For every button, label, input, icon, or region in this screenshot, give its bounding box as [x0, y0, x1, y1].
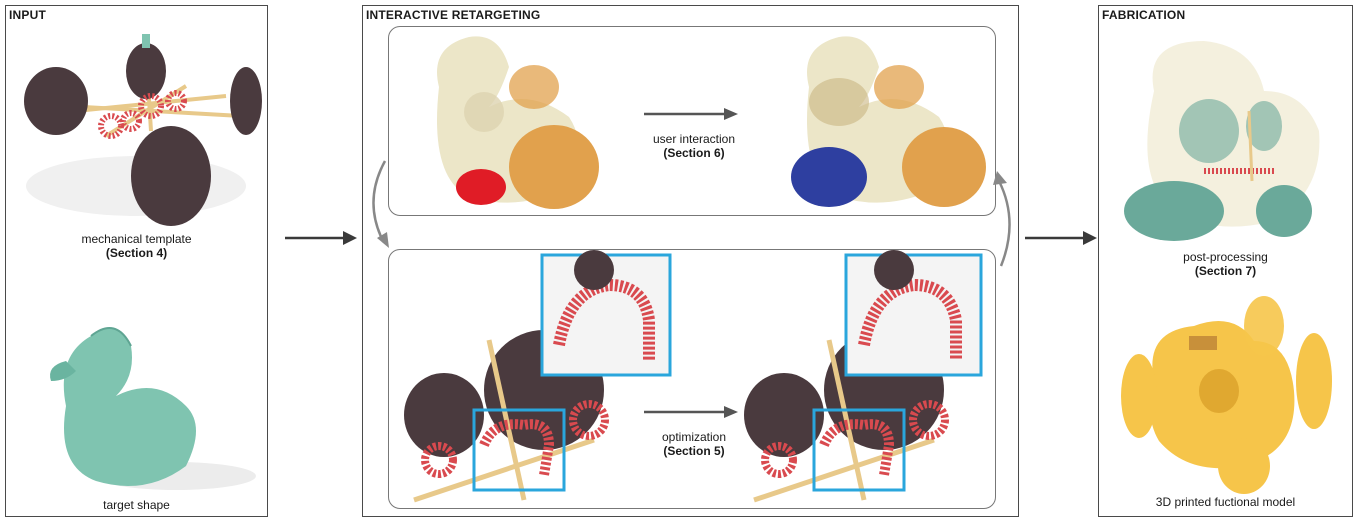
input-panel-title: INPUT: [9, 8, 46, 22]
optimization-box: optimization (Section 5): [388, 249, 996, 509]
curved-arrow-up: [991, 171, 1021, 271]
fab-wheel-right: [1256, 185, 1312, 237]
duck-after-image: [789, 27, 989, 213]
print-wheel-front: [1218, 438, 1270, 494]
duck-body: [64, 328, 196, 486]
printed-caption-text: 3D printed fuctional model: [1156, 495, 1295, 509]
wheel-back: [126, 43, 166, 99]
print-wheel-back: [1244, 296, 1284, 356]
print-wheel-left: [1121, 354, 1157, 438]
orange-wheel: [509, 125, 599, 209]
retargeting-panel-title: INTERACTIVE RETARGETING: [366, 8, 540, 22]
post-processing-section: (Section 7): [1099, 264, 1352, 278]
user-interaction-caption-text: user interaction: [653, 132, 735, 146]
arrow-input-to-retargeting: [285, 228, 360, 248]
optimization-caption-text: optimization: [662, 430, 726, 444]
printed-caption: 3D printed fuctional model: [1099, 495, 1352, 509]
template-section: (Section 4): [6, 246, 267, 260]
print-wheel-right: [1296, 333, 1332, 429]
mechanical-template-image: [16, 26, 261, 226]
arrow-retargeting-to-fabrication: [1025, 228, 1100, 248]
user-interaction-arrow: [644, 107, 744, 121]
selected-red-wheel: [456, 169, 506, 205]
wheel-left-back: [24, 67, 88, 135]
template-caption-text: mechanical template: [81, 232, 191, 246]
fabrication-panel-title: FABRICATION: [1102, 8, 1185, 22]
post-processing-caption: post-processing (Section 7): [1099, 250, 1352, 278]
fab-wheel-front: [1124, 181, 1224, 241]
mechanism-after-image: [734, 250, 994, 506]
target-shape-image: [36, 296, 251, 496]
user-interaction-box: user interaction (Section 6): [388, 26, 996, 216]
selected-blue-wheel: [791, 147, 867, 207]
user-interaction-caption: user interaction (Section 6): [599, 132, 789, 160]
input-panel: INPUT mechanical template (Section 4) ta…: [5, 5, 268, 517]
wheel-front: [131, 126, 211, 226]
target-caption-text: target shape: [103, 498, 170, 512]
fabrication-panel: FABRICATION post-processing (Section 7) …: [1098, 5, 1353, 517]
template-caption: mechanical template (Section 4): [6, 232, 267, 260]
optimization-arrow: [644, 405, 744, 419]
post-processing-image: [1114, 31, 1339, 246]
user-interaction-section: (Section 6): [599, 146, 789, 160]
mechanism-before-image: [394, 250, 664, 506]
post-processing-caption-text: post-processing: [1183, 250, 1268, 264]
orange-wheel: [902, 127, 986, 207]
duck-before-image: [399, 27, 599, 213]
retargeting-panel: INTERACTIVE RETARGETING user interaction…: [362, 5, 1019, 517]
printed-model-image: [1114, 291, 1339, 496]
wheel-right: [230, 67, 262, 135]
curved-arrow-down: [363, 156, 393, 251]
target-caption: target shape: [6, 498, 267, 512]
